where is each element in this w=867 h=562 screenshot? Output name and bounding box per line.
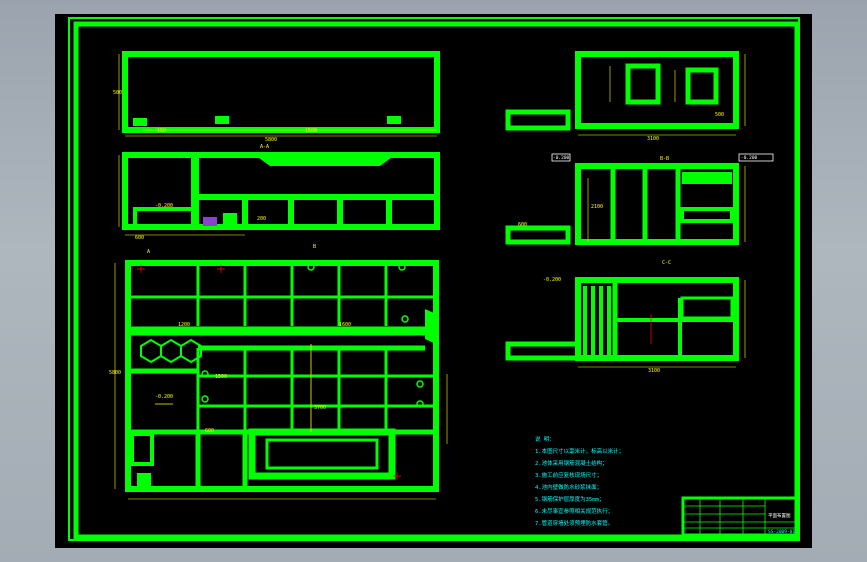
inner-border bbox=[73, 21, 800, 540]
c-baffles bbox=[583, 286, 611, 358]
svg-text:3100: 3100 bbox=[648, 368, 660, 374]
title-block-drawing-no: SS-2009-01 bbox=[768, 529, 795, 535]
title-block: 平面布置图 SS-2009-01 bbox=[681, 496, 798, 537]
elev-tag-2: -0.200 bbox=[741, 155, 758, 161]
svg-text:200: 200 bbox=[257, 216, 266, 222]
section-aa-label: A-A bbox=[260, 144, 269, 150]
svg-text:1200: 1200 bbox=[178, 322, 190, 328]
svg-text:3700: 3700 bbox=[314, 405, 326, 411]
dim-height: 500 bbox=[113, 90, 122, 96]
elev-tag-1: -0.200 bbox=[553, 155, 570, 161]
section-bb-label: B-B bbox=[660, 156, 669, 162]
note-line-2: 2.池体采用钢筋混凝土结构； bbox=[535, 459, 608, 467]
section-aa-view: A-A -0.200 200 600 bbox=[118, 144, 440, 241]
red-marks bbox=[137, 265, 401, 480]
svg-text:1600: 1600 bbox=[339, 322, 351, 328]
section-bb-view: B-B -0.200 -0.200 2100 600 bbox=[505, 153, 774, 245]
svg-text:1500: 1500 bbox=[305, 128, 317, 134]
svg-text:5800: 5800 bbox=[109, 370, 121, 376]
svg-text:1500: 1500 bbox=[215, 374, 227, 380]
elev-tag-3: -0.200 bbox=[543, 277, 561, 283]
note-line-3: 3.施工前应复核现场尺寸； bbox=[535, 471, 602, 479]
note-line-1: 1.本图尺寸以毫米计，标高以米计； bbox=[535, 447, 624, 455]
section-cc-label: C-C bbox=[662, 260, 671, 266]
svg-text:3100: 3100 bbox=[647, 136, 659, 142]
note-line-6: 6.未尽事宜参照相关规范执行； bbox=[535, 507, 613, 515]
svg-text:600: 600 bbox=[205, 428, 214, 434]
cad-viewport[interactable]: 500 5800 150 1500 A-A -0.200 200 600 A B bbox=[55, 14, 812, 548]
plan-view: A B bbox=[109, 244, 448, 500]
svg-text:2100: 2100 bbox=[591, 204, 603, 210]
svg-text:600: 600 bbox=[518, 222, 527, 228]
design-notes: 说 明： 1.本图尺寸以毫米计，标高以米计； 2.池体采用钢筋混凝土结构； 3.… bbox=[535, 435, 624, 527]
note-line-4: 4.池内壁做防水砂浆抹面； bbox=[535, 483, 602, 491]
notes-heading: 说 明： bbox=[535, 435, 555, 443]
title-block-title: 平面布置图 bbox=[768, 512, 791, 519]
section-cc-view: C-C -0.200 3100 bbox=[505, 260, 746, 374]
note-line-5: 5.钢筋保护层厚度为35mm； bbox=[535, 495, 604, 503]
svg-text:150: 150 bbox=[157, 128, 166, 134]
cut-mark-a: A bbox=[147, 249, 150, 255]
cad-drawing: 500 5800 150 1500 A-A -0.200 200 600 A B bbox=[68, 17, 800, 541]
callout-1: -0.200 bbox=[155, 203, 173, 209]
pipe-markers bbox=[201, 263, 424, 408]
elevation-view-top-left: 500 5800 150 1500 bbox=[113, 51, 440, 143]
svg-text:500: 500 bbox=[715, 112, 724, 118]
note-line-7: 7.管道穿墙处须预埋防水套管。 bbox=[535, 519, 613, 527]
elevation-view-top-right: 3100 500 bbox=[505, 51, 746, 142]
dim-len: 5800 bbox=[265, 137, 277, 143]
callout-2: -0.200 bbox=[155, 394, 173, 400]
cut-mark-b: B bbox=[313, 244, 316, 250]
hex-baffles bbox=[140, 338, 202, 364]
svg-text:600: 600 bbox=[135, 235, 144, 241]
